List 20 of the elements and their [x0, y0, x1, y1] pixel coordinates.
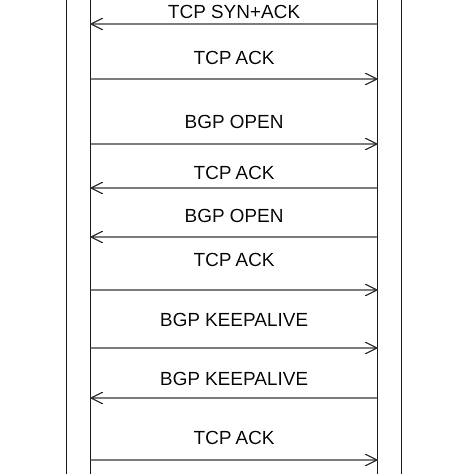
- edge-label: BGP OPEN: [184, 112, 284, 134]
- arrow: [91, 72, 378, 86]
- arrow: [91, 283, 378, 297]
- arrow: [90, 230, 377, 244]
- edge-label: TCP ACK: [194, 163, 274, 185]
- edge-label: BGP OPEN: [184, 206, 284, 228]
- arrow: [90, 181, 377, 195]
- edge-label: BGP KEEPALIVE: [160, 369, 308, 391]
- arrow: [91, 453, 378, 467]
- edge-label: TCP ACK: [194, 250, 274, 272]
- edge-label: TCP ACK: [194, 428, 274, 450]
- edge-label: BGP KEEPALIVE: [160, 310, 308, 332]
- lifeline-bar: [377, 0, 402, 474]
- lifeline-bar: [66, 0, 91, 474]
- arrow: [91, 137, 378, 151]
- arrow: [91, 341, 378, 355]
- edge-label: TCP SYN+ACK: [168, 2, 300, 24]
- edge-label: TCP ACK: [194, 48, 274, 70]
- arrow: [90, 17, 377, 31]
- arrow: [90, 391, 377, 405]
